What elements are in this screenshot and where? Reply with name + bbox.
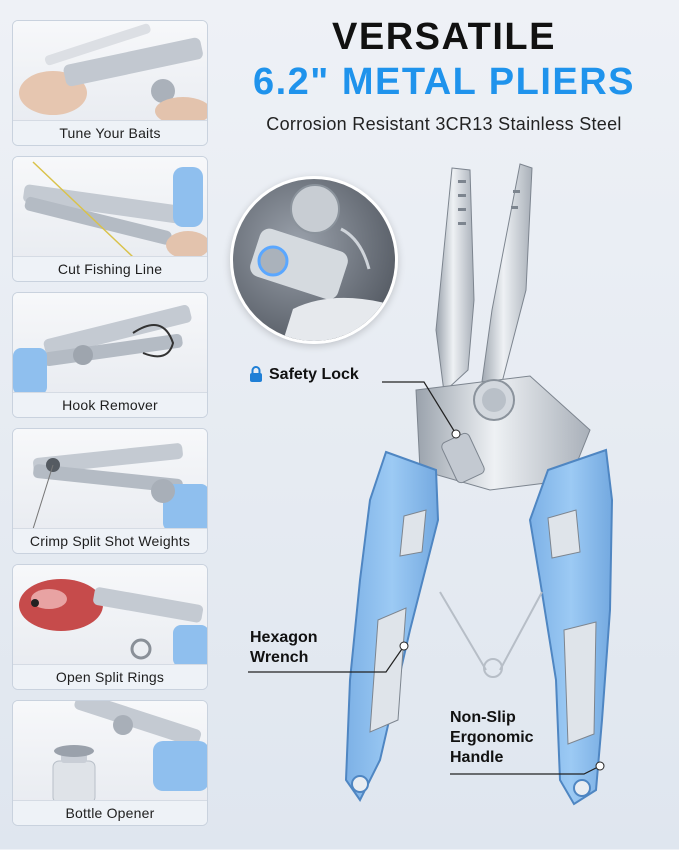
split-ring-photo xyxy=(13,565,207,667)
feature-label: Cut Fishing Line xyxy=(13,256,207,281)
feature-label: Open Split Rings xyxy=(13,664,207,689)
leader-dot-hexagon xyxy=(399,641,409,651)
feature-card-cut-line: Cut Fishing Line xyxy=(12,156,208,282)
leader-handle xyxy=(450,765,601,775)
handle-label-line2: Ergonomic xyxy=(450,729,534,746)
feature-card-tune-baits: Tune Your Baits xyxy=(12,20,208,146)
feature-label: Crimp Split Shot Weights xyxy=(13,528,207,553)
feature-card-split-rings: Open Split Rings xyxy=(12,564,208,690)
feature-card-bottle-opener: Bottle Opener xyxy=(12,700,208,826)
safety-lock-label: Safety Lock xyxy=(269,366,359,383)
leader-dot-handle xyxy=(595,761,605,771)
safety-lock-zoom xyxy=(230,176,398,344)
lock-icon xyxy=(249,366,263,388)
leader-safety-lock xyxy=(382,381,457,435)
material-subtitle: Corrosion Resistant 3CR13 Stainless Stee… xyxy=(266,114,622,134)
callout-hexagon-wrench: Hexagon Wrench xyxy=(250,628,318,668)
callout-ergonomic-handle: Non-Slip Ergonomic Handle xyxy=(450,708,534,768)
bottle-opener-photo xyxy=(13,701,207,804)
handle-label-line1: Non-Slip xyxy=(450,709,516,726)
pliers-illustration xyxy=(344,163,614,806)
line-cutting-photo xyxy=(13,157,207,259)
feature-label: Hook Remover xyxy=(13,392,207,417)
hook-removal-photo xyxy=(13,293,207,395)
feature-card-crimp: Crimp Split Shot Weights xyxy=(12,428,208,554)
leader-hexagon xyxy=(248,645,405,673)
feature-label: Bottle Opener xyxy=(13,800,207,825)
hexagon-label-line2: Wrench xyxy=(250,649,309,666)
leader-dot-safety-lock xyxy=(451,429,461,439)
headline-accent: 6.2" METAL PLIERS xyxy=(252,61,636,103)
crimping-photo xyxy=(13,429,207,531)
feature-card-hook-remover: Hook Remover xyxy=(12,292,208,418)
handle-label-line3: Handle xyxy=(450,749,504,766)
feature-label: Tune Your Baits xyxy=(13,120,207,145)
callout-safety-lock: Safety Lock xyxy=(249,365,359,388)
bait-tuning-photo xyxy=(13,21,207,125)
hexagon-label-line1: Hexagon xyxy=(250,629,318,646)
title-block: VERSATILE 6.2" METAL PLIERS Corrosion Re… xyxy=(216,14,672,135)
headline: VERSATILE xyxy=(332,16,556,58)
